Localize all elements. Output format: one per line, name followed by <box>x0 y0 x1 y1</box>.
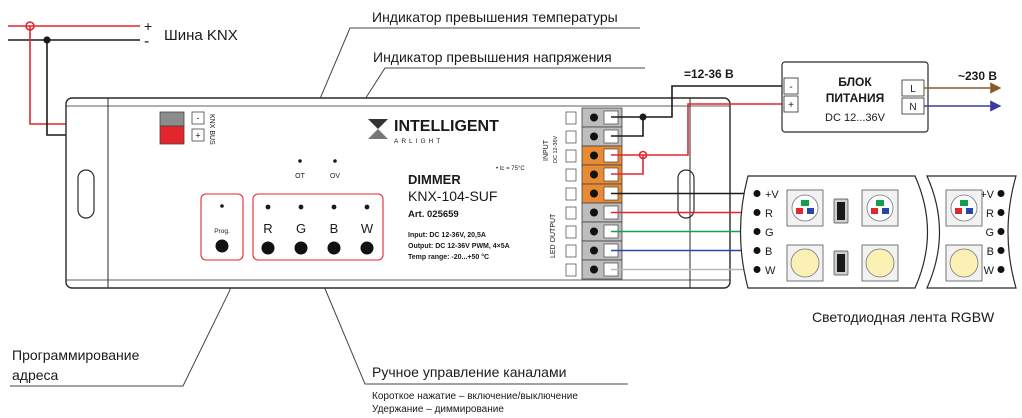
led-wiring <box>611 192 752 271</box>
ot-label: OT <box>295 173 305 180</box>
ov-indicator <box>333 159 337 163</box>
psu-l-label: L <box>910 84 916 95</box>
channel-w[interactable]: W <box>360 204 374 255</box>
channel-g-label: G <box>296 221 306 236</box>
strip-pin-v: +V <box>765 189 779 201</box>
channel-w-button[interactable] <box>360 241 374 255</box>
prog-callout-title-1: Программирование <box>12 347 140 363</box>
strip-pads-left <box>753 190 761 273</box>
ot-callout-title: Индикатор превышения температуры <box>372 9 618 25</box>
prog-callout-title-2: адреса <box>12 367 59 383</box>
mount-slot-left <box>77 169 95 219</box>
spec-input: Input: DC 12-36V, 20,5A <box>408 232 486 239</box>
tc-label: • tc = 75°C <box>496 166 525 172</box>
strip-pin-b: B <box>765 246 772 258</box>
strip-pin-r-right: R <box>986 208 994 220</box>
knx-minus-mark: - <box>197 113 200 123</box>
knx-bus-label: KNX BUS <box>208 114 215 145</box>
channel-r-label: R <box>263 221 272 236</box>
bus-label: Шина KNX <box>164 27 238 44</box>
psu-title-1: БЛОК <box>838 75 872 89</box>
knx-terminal[interactable]: - + KNX BUS <box>159 111 215 145</box>
psu-title-2: ПИТАНИЯ <box>826 91 884 105</box>
channel-w-label: W <box>361 221 374 236</box>
prog-frame <box>200 193 244 261</box>
brand-sub: ARLIGHT <box>394 138 443 145</box>
psu-terminal-minus[interactable] <box>783 77 799 95</box>
channel-b[interactable]: B <box>327 204 341 255</box>
bus-plus-sign: + <box>144 18 152 34</box>
ov-callout-title: Индикатор превышения напряжения <box>373 49 612 65</box>
bus-minus-sign: - <box>144 33 149 50</box>
rgb-led-icon <box>861 189 899 227</box>
resistor-icon <box>833 250 849 276</box>
led-output-label: LED OUTPUT <box>550 213 557 258</box>
brand-logo-icon <box>368 119 388 139</box>
resistor-icon <box>833 198 849 224</box>
white-led-icon <box>861 244 899 282</box>
prog-led <box>220 204 224 208</box>
rgb-led-icon <box>786 189 824 227</box>
channel-b-button[interactable] <box>327 241 341 255</box>
channel-b-label: B <box>330 221 339 236</box>
strip-pin-w-right: W <box>984 265 995 277</box>
channel-r[interactable]: R <box>261 204 275 255</box>
strip-pin-g-right: G <box>985 227 994 239</box>
psu-voltage-label: =12-36 В <box>684 67 734 81</box>
strip-title: Светодиодная лента RGBW <box>812 309 995 325</box>
device-art: Art. 025659 <box>408 209 459 220</box>
power-wiring <box>611 85 790 175</box>
ot-indicator <box>298 159 302 163</box>
channel-g-button[interactable] <box>294 241 308 255</box>
strip-pin-g: G <box>765 227 774 239</box>
terminal-markers <box>565 111 577 277</box>
manual-callout-desc-1: Короткое нажатие – включение/выключение <box>372 391 578 402</box>
white-led-icon <box>786 244 824 282</box>
spec-temp: Temp range: -20...+50 °C <box>408 253 489 261</box>
device-type: DIMMER <box>408 172 461 187</box>
knx-bus: + - Шина KNX <box>8 18 238 136</box>
led-strip: +V R G B W +V R G B W <box>739 175 1017 289</box>
input-sub-label: DC 12-36V <box>553 135 559 163</box>
rgb-led-icon <box>945 189 983 227</box>
channel-frame <box>252 193 384 261</box>
psu-n-label: N <box>909 102 916 113</box>
brand-name: INTELLIGENT <box>394 118 499 135</box>
strip-pads-right <box>997 190 1005 273</box>
manual-callout-title: Ручное управление каналами <box>372 364 566 380</box>
manual-callout-desc-2: Удержание – диммирование <box>372 404 504 415</box>
input-label: INPUT <box>543 139 550 161</box>
strip-pin-v-right: +V <box>980 189 994 201</box>
psu-plus-label: + <box>788 100 794 111</box>
psu-minus-label: - <box>789 82 792 93</box>
channel-g[interactable]: G <box>294 204 308 255</box>
channel-r-button[interactable] <box>261 241 275 255</box>
device-model: KNX-104-SUF <box>408 188 497 204</box>
mains-label: ~230 В <box>958 69 997 83</box>
prog-label: Prog. <box>214 228 230 235</box>
psu-block: - + БЛОК ПИТАНИЯ DC 12...36V L N <box>781 61 929 133</box>
strip-pin-r: R <box>765 208 773 220</box>
strip-pin-w: W <box>765 265 776 277</box>
psu-terminal-plus[interactable] <box>783 95 799 113</box>
dimmer-housing <box>65 97 731 289</box>
psu-rating: DC 12...36V <box>825 112 886 124</box>
ov-label: OV <box>330 173 340 180</box>
spec-output: Output: DC 12-36V PWM, 4×5A <box>408 243 510 250</box>
white-led-icon <box>945 244 983 282</box>
knx-plus-mark: + <box>195 131 200 141</box>
prog-button[interactable] <box>215 239 229 253</box>
strip-pin-b-right: B <box>987 246 994 258</box>
